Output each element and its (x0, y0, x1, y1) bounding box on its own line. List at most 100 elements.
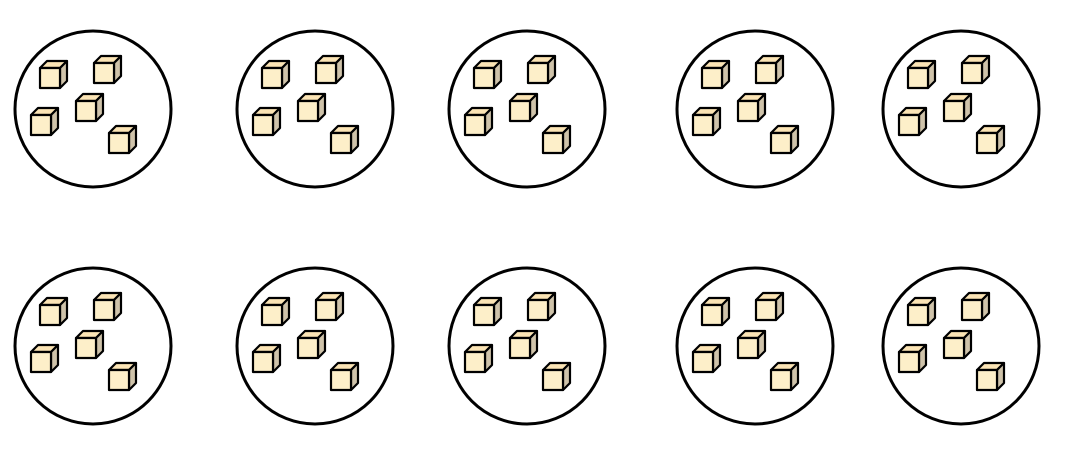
cube-front-face (260, 303, 284, 327)
group-6 (13, 266, 173, 426)
cube-icon (251, 106, 282, 137)
cube-front-face (296, 99, 320, 123)
cube-icon (38, 59, 69, 90)
cube-icon (508, 92, 539, 123)
cube-front-face (296, 336, 320, 360)
cube-icon (329, 361, 360, 392)
cube-front-face (38, 66, 62, 90)
cube-icon (251, 343, 282, 374)
cube-icon (960, 291, 991, 322)
cube-front-face (975, 131, 999, 155)
cube-front-face (960, 298, 984, 322)
cube-icon (329, 124, 360, 155)
cube-icon (691, 106, 722, 137)
cube-front-face (906, 303, 930, 327)
cube-icon (74, 92, 105, 123)
group-4 (675, 29, 835, 189)
cube-front-face (508, 99, 532, 123)
group-7 (235, 266, 395, 426)
cube-icon (526, 54, 557, 85)
cube-icon (960, 54, 991, 85)
cube-icon (541, 361, 572, 392)
cube-icon (38, 296, 69, 327)
cube-front-face (329, 368, 353, 392)
cube-front-face (942, 99, 966, 123)
cube-front-face (541, 131, 565, 155)
cube-icon (92, 291, 123, 322)
cube-icon (897, 343, 928, 374)
cube-icon (107, 361, 138, 392)
cube-front-face (463, 350, 487, 374)
group-10 (881, 266, 1041, 426)
cube-front-face (29, 350, 53, 374)
cube-front-face (472, 66, 496, 90)
group-5 (881, 29, 1041, 189)
cube-icon (906, 59, 937, 90)
cube-front-face (314, 298, 338, 322)
cube-front-face (960, 61, 984, 85)
group-8 (447, 266, 607, 426)
cube-front-face (260, 66, 284, 90)
cube-front-face (251, 350, 275, 374)
cube-icon (736, 92, 767, 123)
cube-front-face (700, 303, 724, 327)
cube-front-face (314, 61, 338, 85)
group-3 (447, 29, 607, 189)
cube-front-face (29, 113, 53, 137)
cube-front-face (508, 336, 532, 360)
cube-front-face (38, 303, 62, 327)
cube-front-face (251, 113, 275, 137)
cube-icon (260, 59, 291, 90)
cube-icon (769, 361, 800, 392)
cube-icon (314, 291, 345, 322)
cube-icon (700, 59, 731, 90)
cube-front-face (754, 61, 778, 85)
cube-front-face (897, 113, 921, 137)
cube-icon (942, 92, 973, 123)
cube-icon (296, 92, 327, 123)
cube-front-face (92, 61, 116, 85)
cube-front-face (526, 298, 550, 322)
cube-front-face (107, 368, 131, 392)
cube-front-face (769, 368, 793, 392)
cube-icon (906, 296, 937, 327)
cube-icon (29, 106, 60, 137)
cube-front-face (897, 350, 921, 374)
cube-front-face (975, 368, 999, 392)
cube-front-face (736, 99, 760, 123)
cube-front-face (107, 131, 131, 155)
cube-icon (700, 296, 731, 327)
cube-front-face (526, 61, 550, 85)
cube-icon (107, 124, 138, 155)
cube-icon (260, 296, 291, 327)
cube-icon (975, 361, 1006, 392)
cube-front-face (92, 298, 116, 322)
cube-front-face (769, 131, 793, 155)
cube-front-face (906, 66, 930, 90)
cube-icon (508, 329, 539, 360)
cube-icon (92, 54, 123, 85)
cube-icon (296, 329, 327, 360)
cube-front-face (691, 113, 715, 137)
cube-icon (463, 106, 494, 137)
cube-front-face (754, 298, 778, 322)
cube-icon (754, 54, 785, 85)
cube-icon (942, 329, 973, 360)
cube-front-face (463, 113, 487, 137)
cube-front-face (329, 131, 353, 155)
cube-icon (74, 329, 105, 360)
cube-icon (463, 343, 494, 374)
cube-front-face (74, 99, 98, 123)
cube-icon (897, 106, 928, 137)
cube-front-face (736, 336, 760, 360)
cube-icon (736, 329, 767, 360)
group-9 (675, 266, 835, 426)
group-1 (13, 29, 173, 189)
cube-icon (472, 296, 503, 327)
cube-icon (769, 124, 800, 155)
cube-icon (541, 124, 572, 155)
cube-front-face (700, 66, 724, 90)
cube-icon (29, 343, 60, 374)
cube-front-face (472, 303, 496, 327)
